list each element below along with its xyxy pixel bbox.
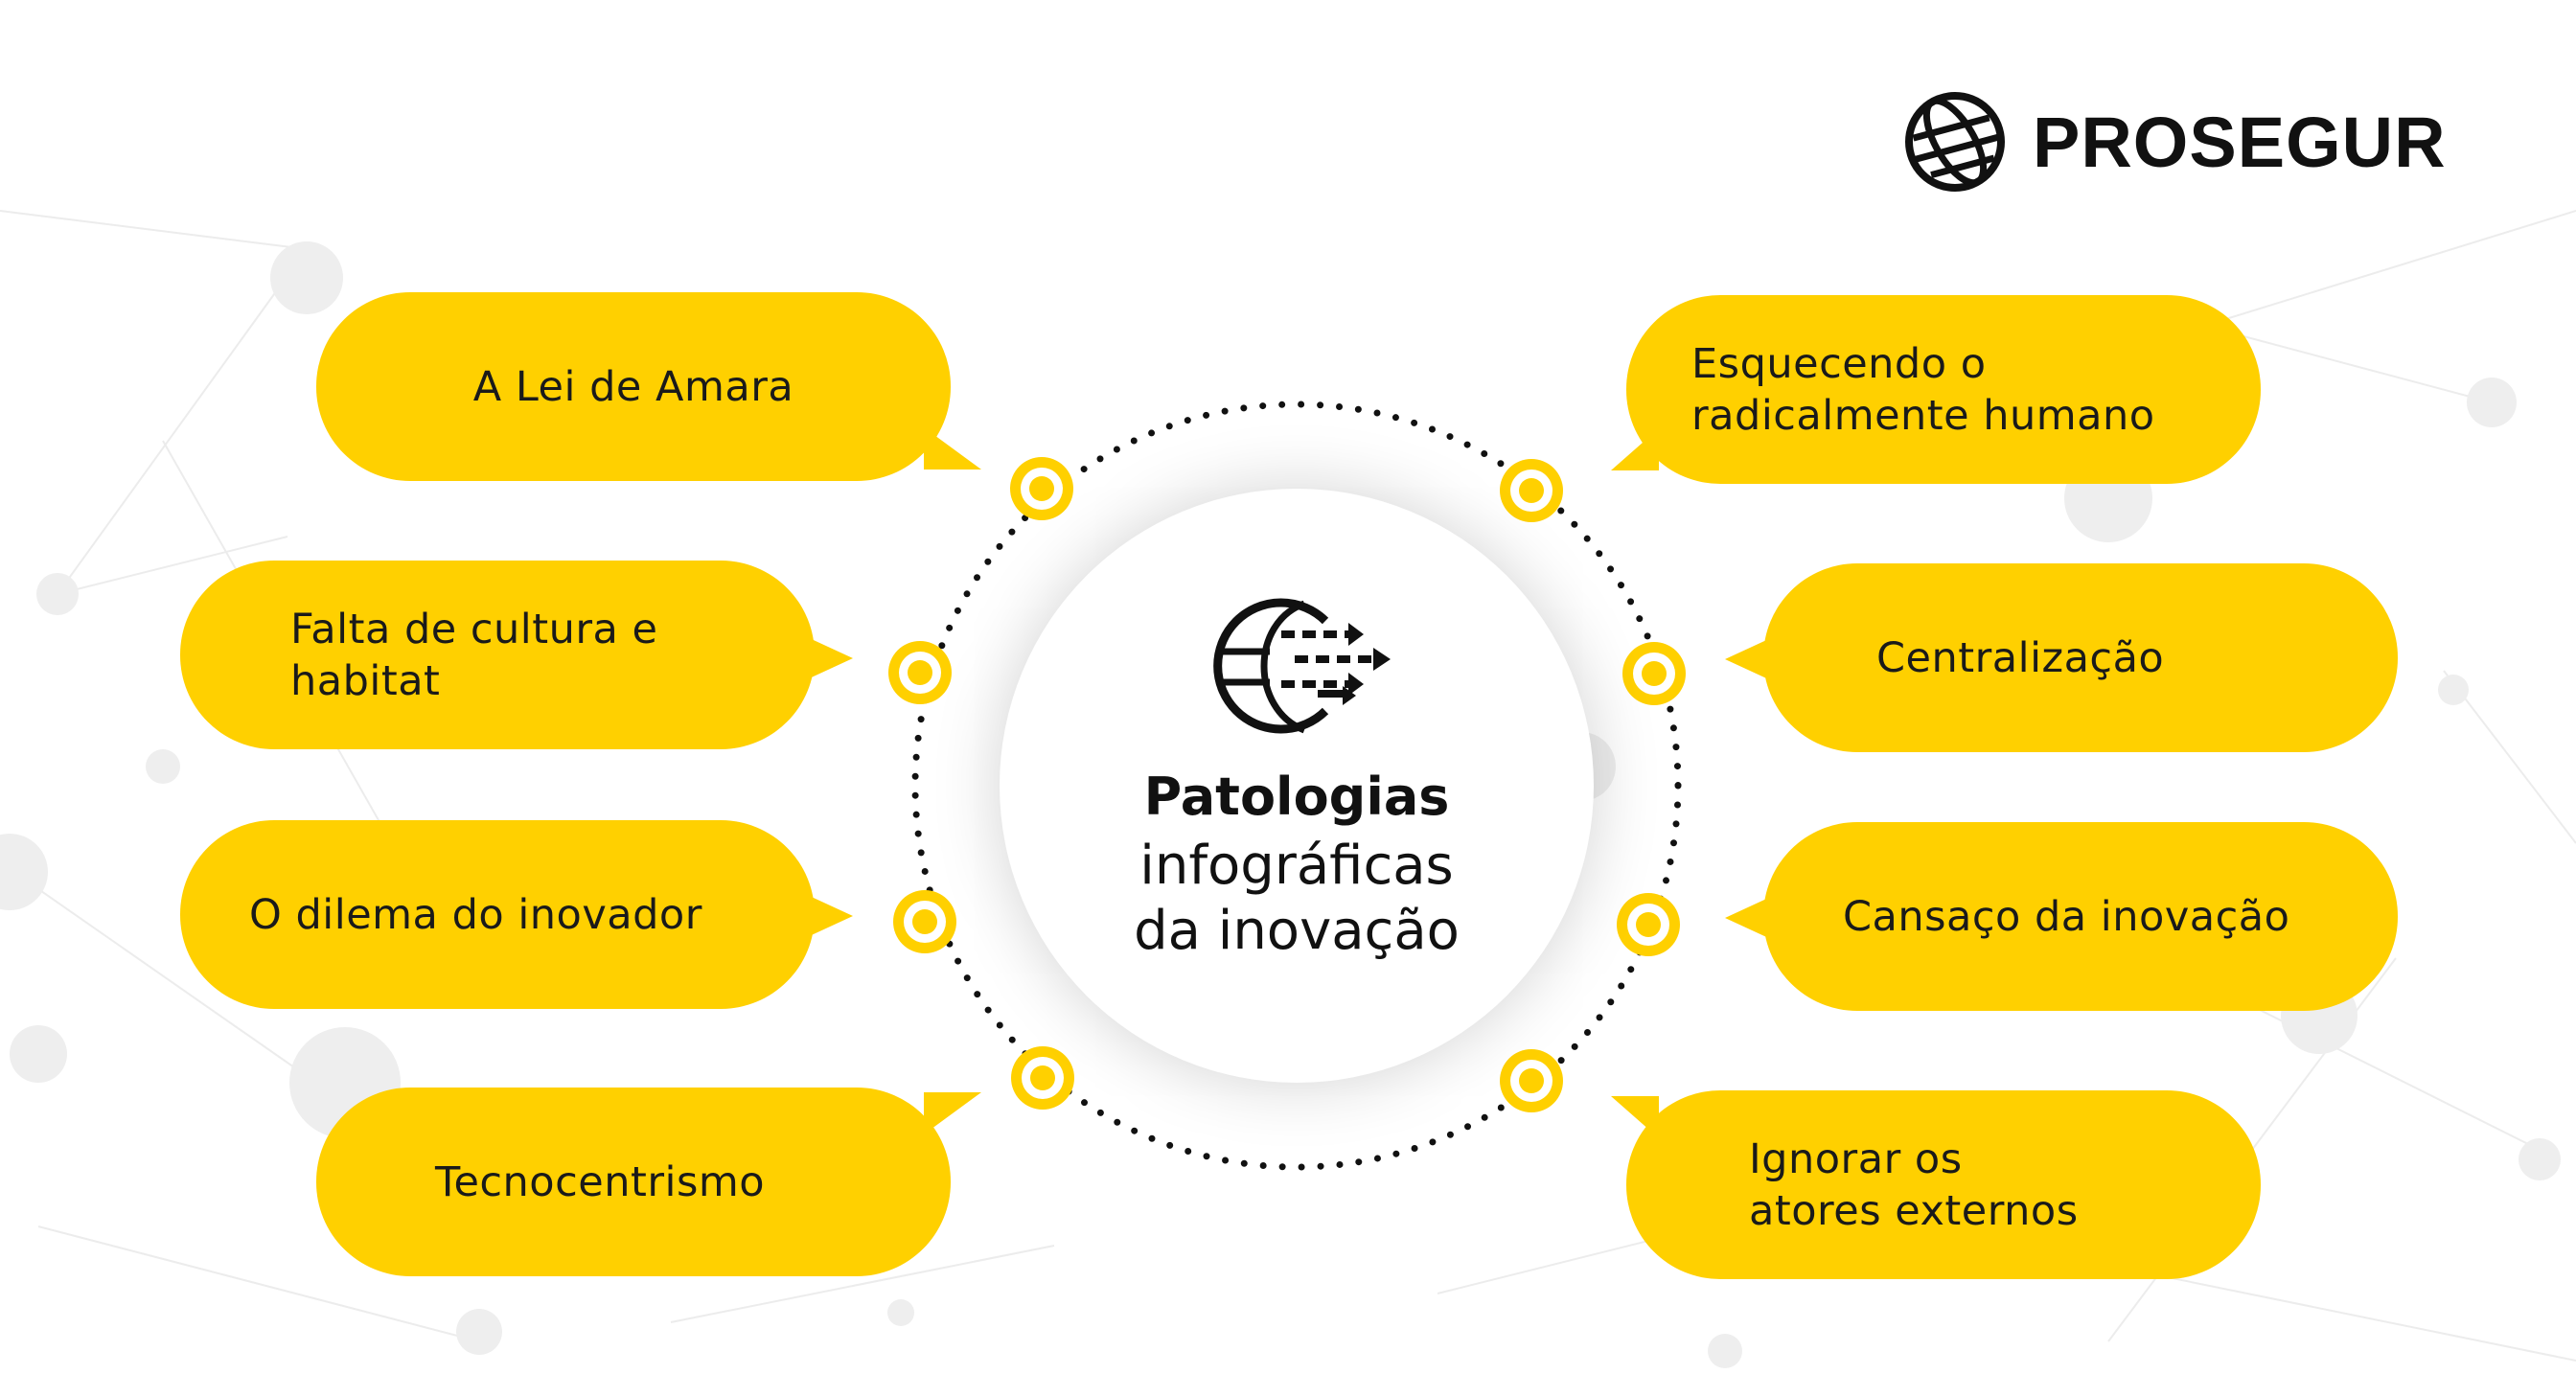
bubble-label: Centralização bbox=[1876, 633, 2165, 682]
brand-name: PROSEGUR bbox=[2033, 102, 2447, 182]
bubble-label: Ignorar os atores externos bbox=[1749, 1134, 2079, 1235]
connector-dot bbox=[1500, 1049, 1563, 1112]
connector-dot bbox=[1011, 1046, 1074, 1110]
bubble-label: Cansaço da inovação bbox=[1843, 892, 2290, 941]
bubble-cansaco-da-inovacao: Cansaço da inovação bbox=[1725, 822, 2398, 1011]
bubble-label: Esquecendo o radicalmente humano bbox=[1691, 339, 2155, 440]
connector-dot bbox=[893, 890, 956, 953]
brand-logo[interactable]: PROSEGUR bbox=[1902, 88, 2447, 195]
bubble-label: O dilema do inovador bbox=[249, 890, 702, 939]
connector-dot bbox=[1617, 893, 1680, 956]
bubble-label: Tecnocentrismo bbox=[435, 1157, 766, 1206]
bubble-falta-de-cultura: Falta de cultura e habitat bbox=[180, 561, 853, 749]
bubble-lei-de-amara: A Lei de Amara bbox=[316, 292, 981, 481]
center-subtitle: infográficas da inovação bbox=[1134, 835, 1460, 962]
bubble-label: A Lei de Amara bbox=[472, 362, 794, 411]
connector-dot bbox=[1010, 457, 1073, 520]
bubble-tecnocentrismo: Tecnocentrismo bbox=[316, 1088, 981, 1276]
center-circle: Patologias infográficas da inovação bbox=[1000, 489, 1594, 1083]
globe-arrows-icon bbox=[1213, 598, 1391, 734]
bubble-label: Falta de cultura e habitat bbox=[290, 605, 658, 705]
bubble-ignorar-atores: Ignorar os atores externos bbox=[1611, 1090, 2261, 1279]
connector-dot bbox=[888, 641, 952, 704]
center-title: Patologias bbox=[1143, 767, 1450, 827]
bubble-dilema-do-inovador: O dilema do inovador bbox=[180, 820, 853, 1009]
connector-dot bbox=[1500, 459, 1563, 522]
bubble-centralizacao: Centralização bbox=[1725, 563, 2398, 752]
bubble-esquecendo-humano: Esquecendo o radicalmente humano bbox=[1611, 295, 2261, 484]
globe-icon bbox=[1905, 92, 2005, 192]
connector-dot bbox=[1622, 642, 1686, 705]
